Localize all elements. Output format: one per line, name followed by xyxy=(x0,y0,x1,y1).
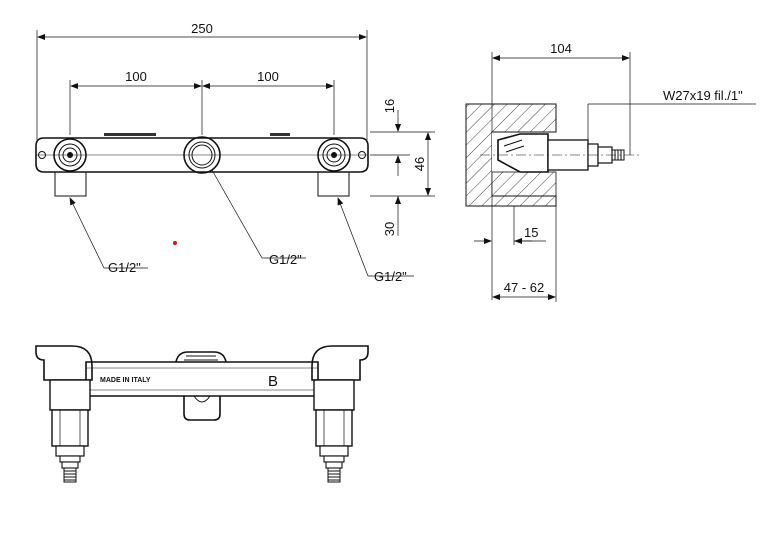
callout-center-g12: G1/2" xyxy=(269,252,302,267)
right-connection xyxy=(317,138,351,197)
callout-thread-spec: W27x19 fil./1" xyxy=(663,88,743,103)
side-section-view: 104 W27x19 fil./1" 15 47 - 62 xyxy=(465,41,756,302)
dim-label-104: 104 xyxy=(550,41,572,56)
perspective-view: MADE IN ITALY B xyxy=(35,345,369,483)
left-leg xyxy=(49,379,91,483)
left-connection xyxy=(53,138,87,197)
center-bottom-block xyxy=(183,396,221,421)
dim-label-46: 46 xyxy=(412,157,427,171)
dim-label-16: 16 xyxy=(382,99,397,113)
center-top-boss xyxy=(175,351,227,363)
engraving-mark-2 xyxy=(270,133,290,136)
front-view: 250 100 100 xyxy=(35,21,435,284)
dim-label-30: 30 xyxy=(382,222,397,236)
left-saddle xyxy=(35,345,93,381)
right-saddle xyxy=(311,345,369,381)
section-body-detail xyxy=(503,139,525,153)
letter-mark: B xyxy=(268,373,278,390)
dim-label-250: 250 xyxy=(191,21,213,36)
right-leg xyxy=(313,379,355,483)
leader-left xyxy=(69,197,105,269)
cavity-lower-hatch xyxy=(491,171,557,197)
leader-center xyxy=(211,169,263,259)
callout-right-g12: G1/2" xyxy=(374,269,407,284)
engraving-mark-1 xyxy=(104,133,156,136)
dim-label-15: 15 xyxy=(524,225,538,240)
leader-right xyxy=(337,197,369,277)
dim-label-100-right: 100 xyxy=(257,69,279,84)
section-body xyxy=(497,133,549,173)
mount-hole-left xyxy=(38,151,46,159)
center-top-grip xyxy=(184,355,218,361)
accent-dot xyxy=(173,241,177,245)
center-connection xyxy=(183,136,221,174)
dim-label-100-left: 100 xyxy=(125,69,147,84)
center-bottom-curve xyxy=(193,395,211,403)
dim-label-47-62: 47 - 62 xyxy=(504,280,544,295)
valve-body-outline xyxy=(35,137,369,173)
callout-left-g12: G1/2" xyxy=(108,260,141,275)
mount-hole-right xyxy=(358,151,366,159)
made-in-italy-mark: MADE IN ITALY xyxy=(100,377,151,384)
